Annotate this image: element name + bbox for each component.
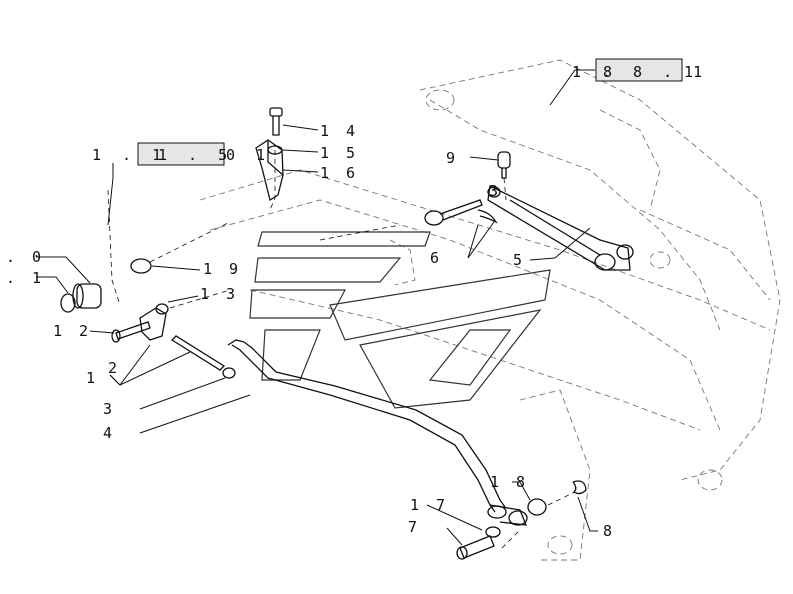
callout-6: 6 (430, 249, 443, 267)
callout-13: 1 3 (200, 285, 239, 303)
callout-18: 1 8 (490, 473, 529, 491)
lock-pin-6 (424, 199, 498, 226)
callout-16: 1 6 (320, 164, 359, 182)
callout-19: 1 9 (203, 260, 242, 278)
callout-7: 7 (408, 518, 421, 536)
bolt-12 (111, 321, 151, 343)
callout-17: 1 7 (410, 496, 449, 514)
knob-9 (497, 151, 511, 179)
ref-top-box-text: 8 8 . 1 (603, 63, 708, 81)
ref-box-left (137, 142, 225, 166)
callout-4: 4 (103, 424, 116, 442)
callout-15: 1 5 (320, 144, 359, 162)
ref-box-top (595, 58, 683, 82)
callout-0: . 0 (6, 248, 45, 266)
lever-rod (227, 339, 528, 526)
pin-7 (456, 535, 495, 560)
bracket-block (139, 307, 167, 341)
washer-13 (155, 303, 169, 315)
callout-8: 8 (603, 522, 616, 540)
leader-lines (36, 69, 598, 546)
callout-5: 5 (513, 251, 526, 269)
pin-2 (170, 335, 226, 371)
washer-1 (60, 293, 76, 313)
callout-9: 9 (446, 149, 459, 167)
washer-18 (527, 498, 547, 516)
ref-left-prefix: 1 . 1 (92, 146, 167, 164)
bracket-16 (255, 139, 284, 202)
callout-12: 1 2 (53, 322, 92, 340)
background-frame (199, 59, 781, 561)
ref-left-box-text: 1 . 5 (158, 146, 233, 164)
callout-1: . 1 (6, 269, 45, 287)
ref-top-prefix: 1 . (572, 63, 617, 81)
callout-3: 3 (103, 400, 116, 418)
bushing-0 (72, 283, 102, 309)
callout-2: 2 (108, 359, 121, 377)
washer-17 (485, 526, 501, 538)
arm-5 (487, 185, 634, 271)
clip-8 (572, 480, 587, 495)
bolt-14 (269, 107, 283, 136)
ref-top-suffix: 1 (684, 63, 699, 81)
logo-watermark (249, 231, 551, 409)
washer-19 (130, 258, 152, 274)
callout-3-arm: 3 (489, 182, 502, 200)
ref-left-suffix: 0 1 (226, 146, 271, 164)
callout-1-left: 1 (86, 369, 99, 387)
washer-3 (222, 367, 236, 379)
callout-14: 1 4 (320, 122, 359, 140)
assembly-lines (107, 150, 576, 549)
